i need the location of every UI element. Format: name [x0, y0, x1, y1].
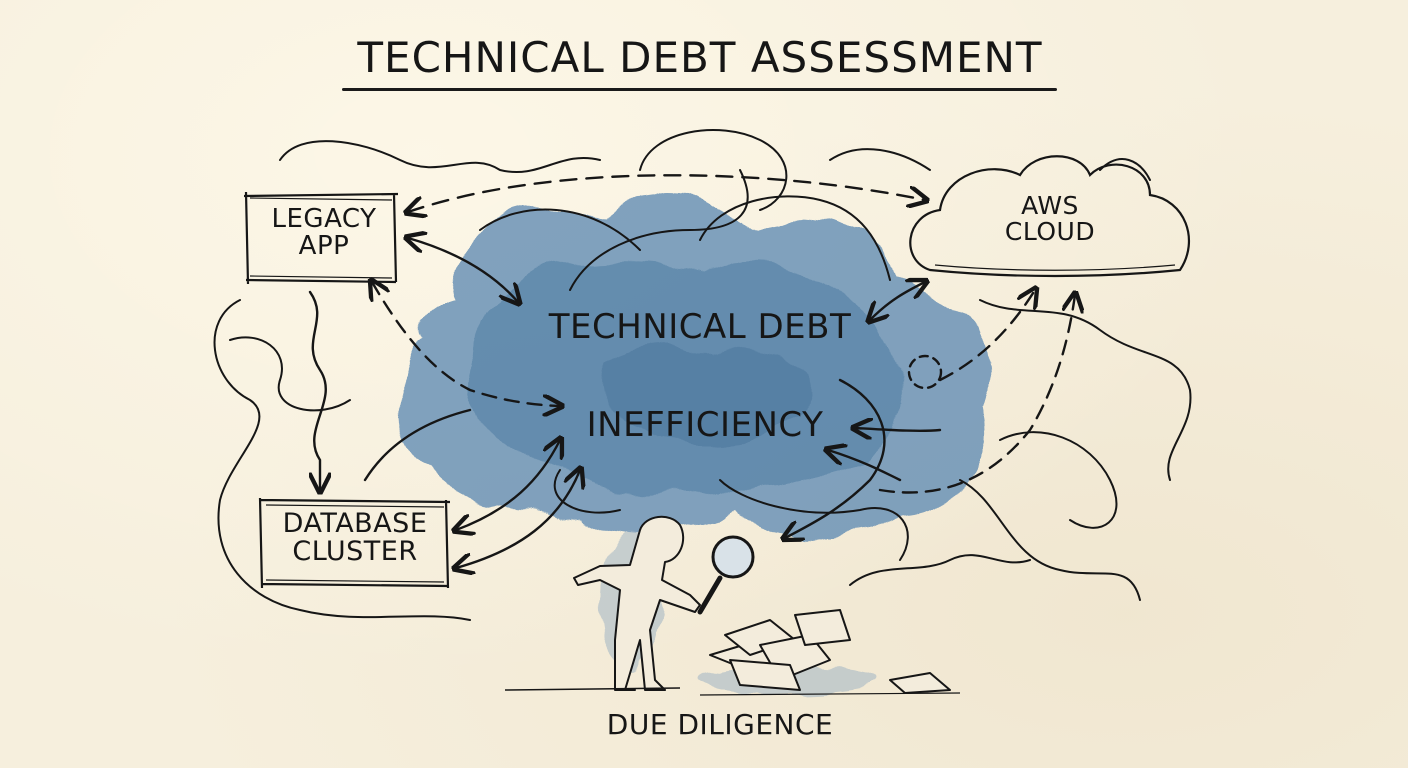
paper-pile-icon [709, 609, 951, 694]
node-aws-cloud: AWS CLOUD [960, 191, 1140, 247]
arrow-inefficiency-aws-1 [938, 290, 1035, 382]
arrows [308, 174, 1075, 568]
arrow-aws-debt [870, 282, 925, 320]
title-underline [342, 88, 1057, 91]
aws-cloud-line2: CLOUD [1004, 217, 1096, 247]
arrow-legacy-db [308, 290, 326, 490]
due-diligence-caption: DUE DILIGENCE [606, 708, 834, 741]
legacy-app-line2: APP [298, 231, 350, 262]
node-database-cluster: DATABASE CLUSTER [262, 508, 448, 568]
arrow-legacy-aws [408, 174, 925, 212]
legacy-app-line1: LEGACY [271, 204, 377, 234]
magnifying-glass-icon [711, 535, 755, 579]
aws-cloud-outline [909, 155, 1190, 278]
database-cluster-line1: DATABASE [282, 508, 428, 539]
aws-cloud-line1: AWS [1021, 191, 1079, 220]
legacy-app-box [243, 191, 399, 285]
central-label-technical-debt: TECHNICAL DEBT [548, 307, 852, 347]
diagram-title: TECHNICAL DEBT ASSESSMENT [357, 33, 1043, 82]
watercolor-cloud [398, 200, 986, 537]
arrow-inefficiency-aws-2 [878, 295, 1075, 494]
database-cluster-box [258, 497, 451, 589]
central-label-inefficiency: INEFFICIENCY [586, 405, 824, 445]
arrow-legacy-inefficiency [372, 282, 560, 406]
node-shapes [243, 155, 1190, 589]
database-cluster-line2: CLUSTER [292, 536, 418, 568]
person-icon [573, 515, 701, 691]
arrow-inefficiency-due-diligence [785, 378, 886, 538]
magnifier-handle [697, 575, 723, 615]
arrow-db-inefficiency-2 [456, 470, 580, 568]
node-legacy-app: LEGACY APP [246, 204, 402, 262]
due-diligence-figure [504, 515, 961, 696]
